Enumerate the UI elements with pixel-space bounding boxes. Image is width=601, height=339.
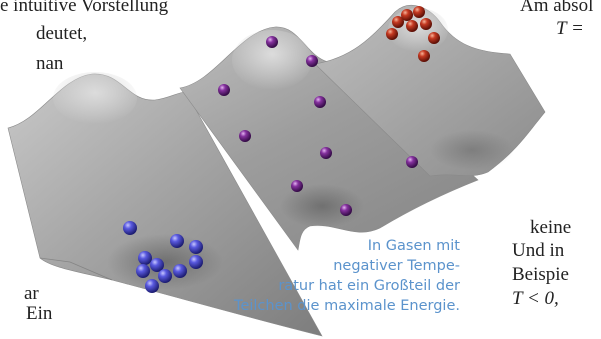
particle xyxy=(401,9,413,21)
article-left-line-5: Ein xyxy=(26,303,53,324)
article-right-line-4: Und in xyxy=(512,240,565,261)
particle xyxy=(266,36,278,48)
panel-mixed-energy-peak xyxy=(232,30,312,90)
particle xyxy=(418,50,430,62)
article-left-line-4: ar xyxy=(24,283,39,304)
panel-low-energy xyxy=(7,72,323,337)
caption-line-2: negativer Tempe- xyxy=(333,258,460,274)
particle xyxy=(189,255,203,269)
article-right-line-5: Beispie xyxy=(512,264,569,285)
low-energy-particles xyxy=(123,221,203,293)
particle xyxy=(420,18,432,30)
particle xyxy=(189,240,203,254)
panel-mixed-energy-valley xyxy=(280,184,364,228)
panel-low-energy-fold xyxy=(39,257,113,281)
particle xyxy=(170,234,184,248)
particle xyxy=(306,55,318,67)
particle xyxy=(145,279,159,293)
panel-high-energy-valley xyxy=(430,130,514,170)
particle xyxy=(173,264,187,278)
article-right-line-2: T = xyxy=(556,18,584,39)
article-left-line-2: deutet, xyxy=(36,23,88,44)
particle xyxy=(218,84,230,96)
particle xyxy=(406,20,418,32)
particle xyxy=(413,6,425,18)
particle xyxy=(136,264,150,278)
particle xyxy=(314,96,326,108)
particle xyxy=(340,204,352,216)
panel-low-energy-peak xyxy=(53,72,137,124)
panel-mixed-energy xyxy=(179,26,479,251)
article-right-line-1: Am absol xyxy=(520,0,594,16)
particle xyxy=(386,28,398,40)
particle xyxy=(320,147,332,159)
caption-line-1: In Gasen mit xyxy=(367,238,460,254)
caption-line-3: ratur hat ein Großteil der xyxy=(278,278,460,294)
high-energy-particles xyxy=(386,6,440,62)
caption-line-4: Teilchen die maximale Energie. xyxy=(234,298,460,314)
particle xyxy=(138,251,152,265)
article-right-line-6: T < 0, xyxy=(512,288,559,309)
particle xyxy=(406,156,418,168)
particle xyxy=(158,269,172,283)
figure-caption: In Gasen mit negativer Tempe- ratur hat … xyxy=(160,236,460,316)
mixed-energy-particles xyxy=(218,36,418,216)
article-right-line-3: keine xyxy=(530,217,572,238)
particle xyxy=(291,180,303,192)
particle xyxy=(123,221,137,235)
article-left-line-3: nan xyxy=(36,53,64,74)
particle xyxy=(428,32,440,44)
particle xyxy=(392,16,404,28)
particle xyxy=(150,258,164,272)
article-left-line-1: e intuitive Vorstellung xyxy=(0,0,169,16)
particle xyxy=(239,130,251,142)
